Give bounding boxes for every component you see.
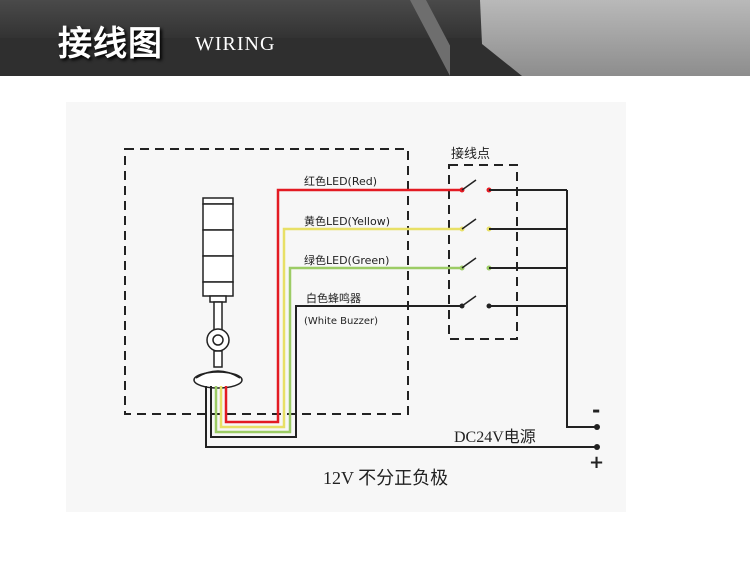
page-title: 接线图 xyxy=(58,24,163,64)
red-wire xyxy=(224,188,462,424)
page-header: 接线图 WIRING xyxy=(0,0,750,76)
buzzer-label-cn: 白色蜂鸣器 xyxy=(306,291,361,305)
yellow-wire xyxy=(219,227,462,429)
negative-terminal xyxy=(594,424,600,430)
green-wire xyxy=(214,266,462,434)
switch-green xyxy=(459,257,492,271)
negative-bus xyxy=(566,190,597,428)
switch-yellow xyxy=(459,218,492,232)
power-wire xyxy=(205,386,553,448)
tower-light-icon xyxy=(193,197,243,389)
yellow-led-label: 黄色LED(Yellow) xyxy=(304,214,390,228)
connection-box xyxy=(448,164,518,340)
minus-sign: - xyxy=(592,398,600,422)
header-decor-panel xyxy=(480,0,750,76)
white-buzzer-wire xyxy=(210,305,462,438)
light-enclosure xyxy=(124,148,409,415)
page-subtitle: WIRING xyxy=(195,33,276,55)
green-led-label: 绿色LED(Green) xyxy=(304,253,389,267)
switch-red xyxy=(459,179,492,193)
plus-sign: + xyxy=(589,452,604,473)
connection-point-label: 接线点 xyxy=(451,146,490,162)
voltage-note: 12V 不分正负极 xyxy=(323,468,448,488)
power-label: DC24V电源 xyxy=(454,428,536,446)
switch-buzzer xyxy=(459,295,492,309)
buzzer-label-en: (White Buzzer) xyxy=(304,316,378,327)
red-led-label: 红色LED(Red) xyxy=(304,174,377,188)
